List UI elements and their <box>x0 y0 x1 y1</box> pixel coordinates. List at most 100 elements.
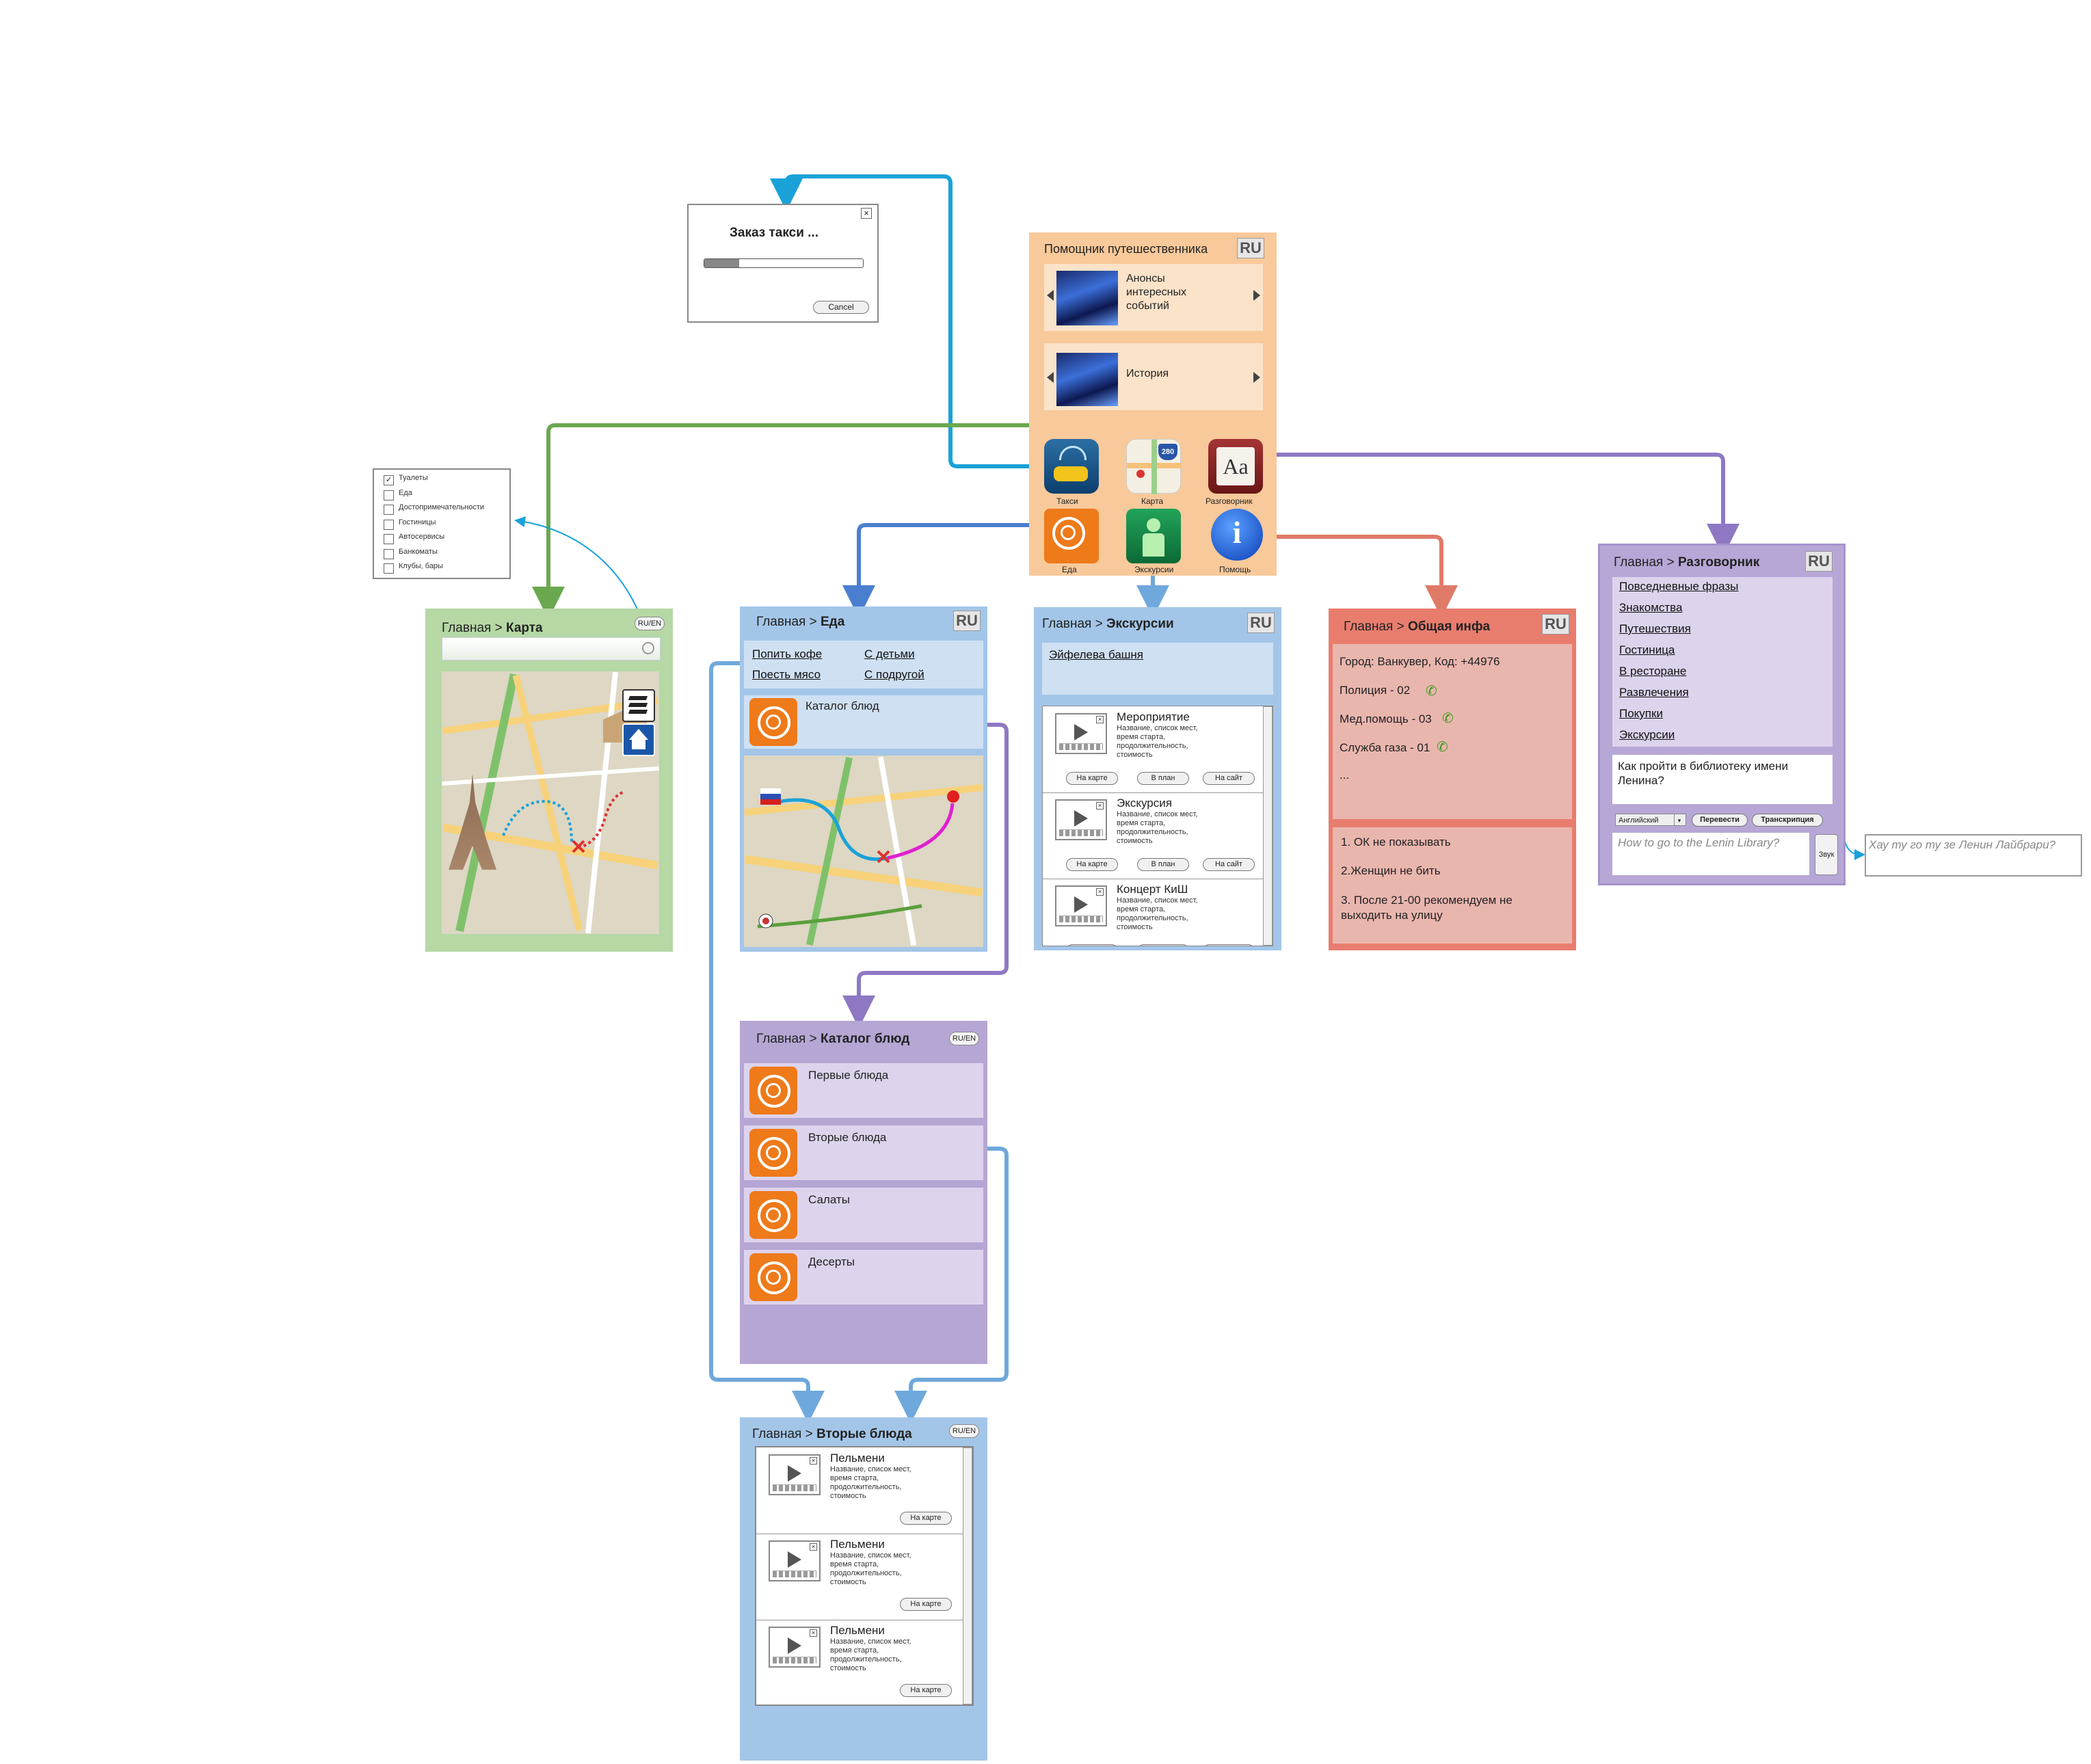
chevron-right-icon[interactable] <box>1253 372 1260 383</box>
catalog-item-label: Первые блюда <box>808 1069 889 1082</box>
language-select[interactable]: Английский ▾ <box>1615 814 1686 826</box>
page-title: Еда <box>821 615 845 629</box>
website-button[interactable]: На сайт <box>1203 772 1255 785</box>
info-icon[interactable]: i <box>1211 509 1263 561</box>
scrollbar[interactable] <box>1263 706 1273 946</box>
phrase-category-link[interactable]: В ресторане <box>1619 665 1687 678</box>
phone-icon[interactable]: ✆ <box>1437 740 1448 755</box>
scrollbar[interactable] <box>963 1447 972 1705</box>
catalog-item[interactable]: Салаты <box>744 1188 983 1242</box>
filter-checkbox[interactable] <box>384 505 394 515</box>
transcription-button[interactable]: Транскрипция <box>1752 814 1823 827</box>
event-image <box>1056 271 1118 325</box>
phone-icon[interactable]: ✆ <box>1442 711 1454 726</box>
website-button[interactable]: На сайт <box>1203 858 1255 871</box>
filter-checkbox[interactable] <box>384 490 394 500</box>
food-map[interactable] <box>744 756 983 947</box>
filter-checkbox[interactable] <box>384 548 394 559</box>
layers-icon[interactable] <box>622 689 655 722</box>
add-to-plan-button[interactable]: В план <box>1137 772 1189 785</box>
lang-toggle[interactable]: RU/EN <box>635 617 665 630</box>
close-icon[interactable]: × <box>861 208 872 219</box>
lang-badge[interactable]: RU <box>953 611 981 631</box>
filter-label: Достопримечательности <box>399 503 485 511</box>
filter-link[interactable]: Поесть мясо <box>752 668 821 681</box>
home-link[interactable]: Главная <box>442 621 492 635</box>
phrase-category-link[interactable]: Повседневные фразы <box>1619 580 1739 593</box>
food-icon <box>749 1067 797 1114</box>
on-map-button[interactable]: На карте <box>900 1598 952 1611</box>
breadcrumb: Главная > Еда RU <box>740 606 987 645</box>
phrase-category-link[interactable]: Гостиница <box>1619 643 1675 656</box>
on-map-button[interactable]: На карте <box>1066 858 1118 871</box>
filter-link[interactable]: Попить кофе <box>752 647 823 660</box>
question-input[interactable]: Как пройти в библиотеку имени Ленина? <box>1612 755 1833 804</box>
phrase-category-link[interactable]: Путешествия <box>1619 622 1691 635</box>
phone-icon[interactable]: ✆ <box>1426 684 1437 699</box>
phrase-category-link[interactable]: Покупки <box>1619 707 1663 720</box>
phrase-category-link[interactable]: Развлечения <box>1619 686 1689 699</box>
filter-label: Гостиницы <box>399 518 436 526</box>
more-line: ... <box>1340 769 1350 781</box>
phrase-category-link[interactable]: Экскурсии <box>1619 728 1675 741</box>
map-app-icon[interactable]: 280 <box>1126 439 1182 494</box>
filter-link[interactable]: С подругой <box>864 668 924 681</box>
add-to-plan-button[interactable]: В план <box>1137 944 1189 946</box>
lang-toggle[interactable]: RU/EN <box>949 1032 979 1045</box>
catalog-item[interactable]: Первые блюда <box>744 1063 983 1118</box>
filter-link[interactable]: С детьми <box>864 647 915 660</box>
cancel-button[interactable]: Cancel <box>813 301 869 314</box>
arrow-catalog-to-second <box>894 1147 1009 1424</box>
home-link[interactable]: Главная <box>756 615 806 629</box>
home-link[interactable]: Главная <box>752 1427 802 1441</box>
add-to-plan-button[interactable]: В план <box>1137 858 1189 871</box>
phrasebook-icon[interactable]: Aa <box>1208 439 1263 494</box>
on-map-button[interactable]: На карте <box>900 1512 952 1525</box>
sound-button[interactable]: Звук <box>1815 834 1838 875</box>
video-icon: × <box>1055 713 1107 754</box>
home-link[interactable]: Главная <box>1042 617 1092 631</box>
lang-badge[interactable]: RU <box>1542 614 1569 634</box>
excursions-screen: Главная > Экскурсии RU Эйфелева башня ×М… <box>1034 607 1281 950</box>
catalog-item[interactable]: Вторые блюда <box>744 1125 983 1180</box>
chevron-left-icon[interactable] <box>1047 290 1054 301</box>
filter-checkbox[interactable] <box>384 519 394 530</box>
phrase-category-link[interactable]: Знакомства <box>1619 601 1683 614</box>
on-map-button[interactable]: На карте <box>1066 944 1118 946</box>
home-icon[interactable] <box>622 723 655 756</box>
catalog-item-label: Вторые блюда <box>808 1131 887 1144</box>
chevron-right-icon[interactable] <box>1253 290 1260 301</box>
search-icon[interactable] <box>642 642 654 654</box>
filter-checkbox[interactable] <box>384 534 394 544</box>
website-button[interactable]: На сайт <box>1203 944 1255 946</box>
lang-badge[interactable]: RU <box>1247 613 1275 633</box>
item-desc: Название, список мест, время старта, про… <box>830 1551 911 1586</box>
catalog-item[interactable]: Десерты <box>744 1250 983 1305</box>
lang-badge[interactable]: RU <box>1805 551 1833 572</box>
catalog-entry[interactable]: Каталог блюд <box>744 695 983 749</box>
chevron-left-icon[interactable] <box>1047 372 1054 383</box>
filter-checkbox[interactable]: ✓ <box>384 475 394 485</box>
home-link[interactable]: Главная <box>1614 555 1664 570</box>
lang-badge[interactable]: RU <box>1237 238 1264 258</box>
search-input[interactable] <box>442 637 661 660</box>
excursion-icon[interactable] <box>1126 509 1181 563</box>
translate-button[interactable]: Перевести <box>1692 814 1748 827</box>
carousel-item[interactable]: Анонсы интересных событий <box>1044 264 1263 331</box>
home-link[interactable]: Главная <box>1344 619 1394 634</box>
on-map-button[interactable]: На карте <box>900 1684 952 1697</box>
taxi-icon[interactable] <box>1044 439 1099 494</box>
lang-toggle[interactable]: RU/EN <box>949 1424 979 1438</box>
food-icon[interactable] <box>1044 509 1099 563</box>
filter-checkbox[interactable] <box>384 563 394 574</box>
close-icon: × <box>810 1629 817 1637</box>
eiffel-link[interactable]: Эйфелева башня <box>1049 648 1144 661</box>
carousel-item[interactable]: История <box>1044 343 1263 410</box>
filter-label: Клубы, бары <box>399 562 443 570</box>
on-map-button[interactable]: На карте <box>1066 772 1118 785</box>
home-link[interactable]: Главная <box>756 1032 806 1046</box>
app-label: Еда <box>1062 565 1077 574</box>
page-title: Каталог блюд <box>821 1032 910 1046</box>
